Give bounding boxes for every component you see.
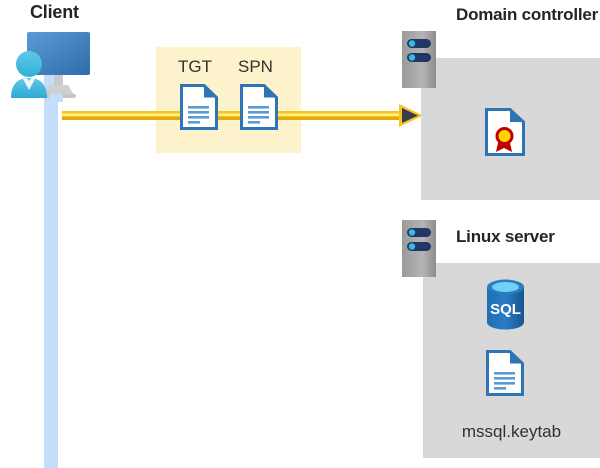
certificate-icon [485, 108, 525, 156]
spn-label: SPN [238, 57, 273, 76]
tgt-document-icon [180, 84, 218, 130]
domain-controller-server-rack-icon [402, 31, 436, 88]
tgt-label: TGT [178, 57, 212, 76]
spn-document-icon [240, 84, 278, 130]
keytab-filename-label: mssql.keytab [461, 422, 562, 441]
keytab-file-icon [486, 350, 524, 396]
client-title: Client [30, 2, 79, 22]
client-to-dc-arrow-line [62, 111, 406, 120]
domain-controller-title: Domain controller [456, 5, 599, 24]
linux-server-title: Linux server [456, 227, 555, 246]
sql-database-icon: SQL [483, 278, 528, 331]
user-computer-icon [5, 28, 97, 104]
linux-server-rack-icon [402, 220, 436, 277]
svg-text:SQL: SQL [490, 301, 521, 318]
client-lifeline [44, 60, 58, 468]
client-to-dc-arrow-head [398, 103, 424, 128]
